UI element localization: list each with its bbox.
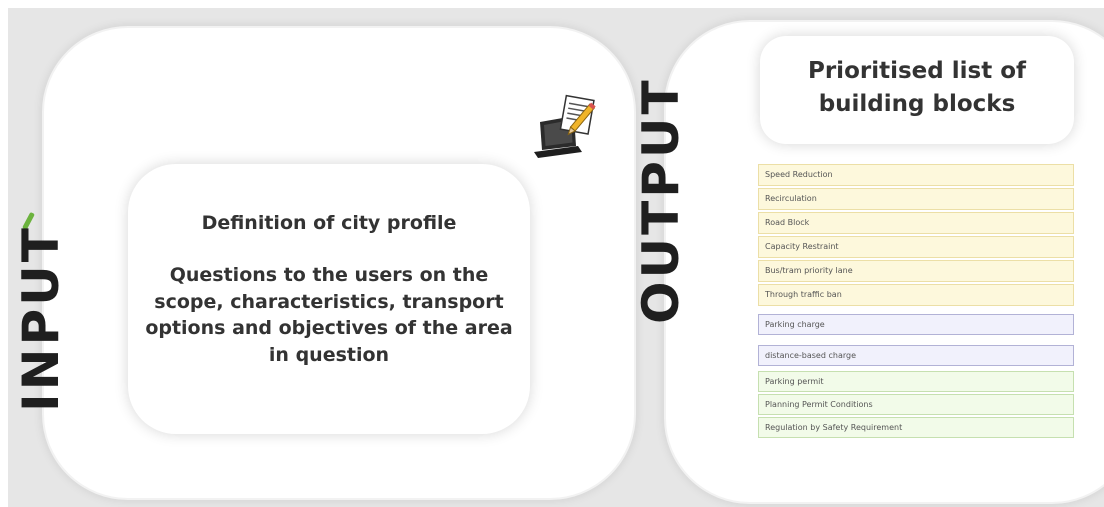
- output-title-card: Prioritised list of building blocks: [760, 36, 1074, 144]
- building-block-recirculation: Recirculation: [758, 188, 1074, 210]
- building-block-distance-based-charge: distance-based charge: [758, 345, 1074, 366]
- output-title: Prioritised list of building blocks: [807, 58, 1027, 117]
- city-profile-questions: Questions to the users on the scope, cha…: [145, 264, 513, 366]
- building-block-capacity-restraint: Capacity Restraint: [758, 236, 1074, 258]
- building-block-planning-permit-conditions: Planning Permit Conditions: [758, 394, 1074, 415]
- city-profile-title: Definition of city profile: [201, 212, 457, 234]
- city-profile-card: Definition of city profile Questions to …: [128, 164, 530, 434]
- output-label: OUTPUT: [632, 77, 690, 324]
- building-block-road-block: Road Block: [758, 212, 1074, 234]
- laptop-with-document-icon: [534, 94, 596, 158]
- building-block-parking-permit: Parking permit: [758, 371, 1074, 392]
- input-label: INPUT: [12, 225, 70, 412]
- building-block-bus-tram-priority-lane: Bus/tram priority lane: [758, 260, 1074, 282]
- building-block-speed-reduction: Speed Reduction: [758, 164, 1074, 186]
- building-block-regulation-by-safety-requirement: Regulation by Safety Requirement: [758, 417, 1074, 438]
- building-block-through-traffic-ban: Through traffic ban: [758, 284, 1074, 306]
- building-block-parking-charge: Parking charge: [758, 314, 1074, 335]
